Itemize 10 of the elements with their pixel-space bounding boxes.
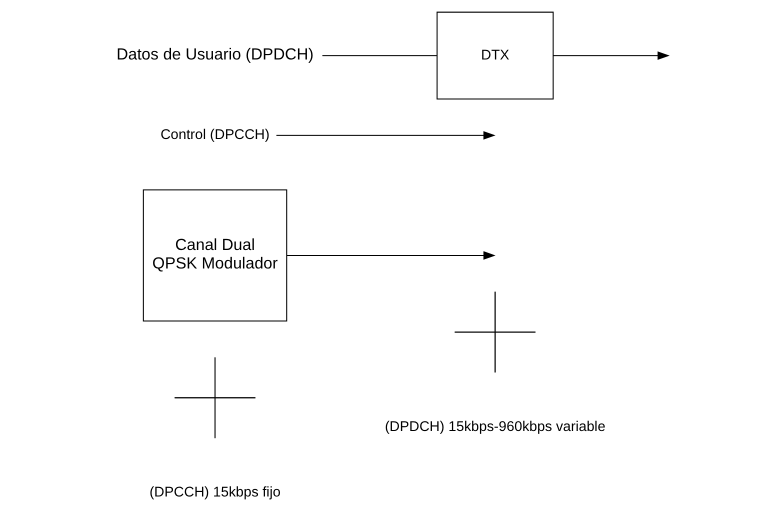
node-text: Control (DPCCH) <box>160 126 270 142</box>
arrow <box>286 251 496 260</box>
arrow <box>276 131 496 140</box>
arrow <box>553 51 670 60</box>
node-text: Datos de Usuario (DPDCH) <box>116 45 314 64</box>
node-label: (DPDCH) 15kbps-960kbps variable <box>384 418 606 434</box>
node-box: Canal Dual QPSK Modulador <box>142 189 288 322</box>
node-box: DTX <box>436 12 554 100</box>
connector <box>322 55 437 56</box>
node-label: (DPCCH) 15kbps fijo <box>149 483 281 500</box>
